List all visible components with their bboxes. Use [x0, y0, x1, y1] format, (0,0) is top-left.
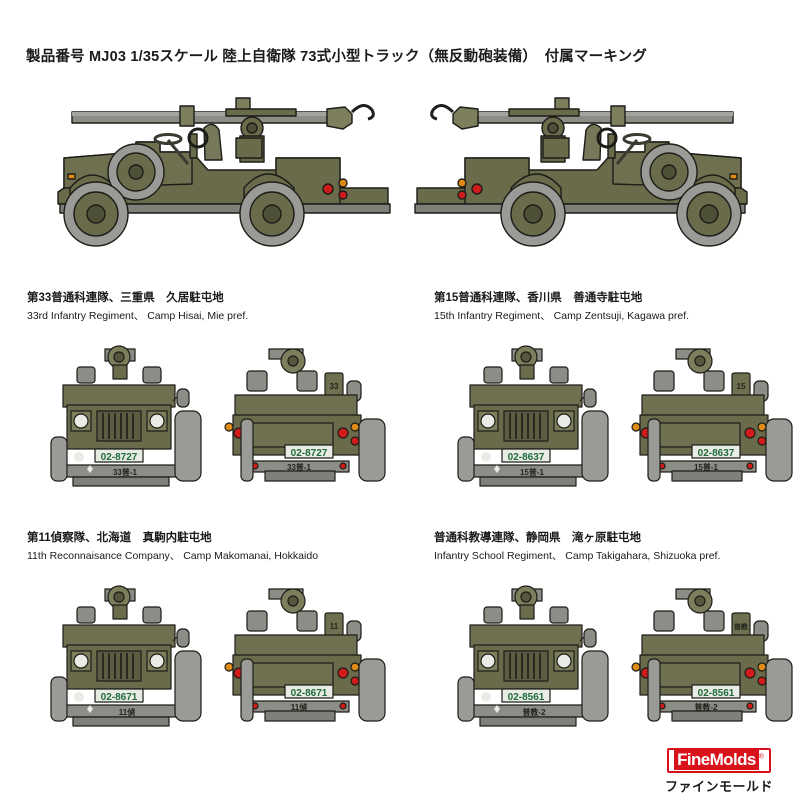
finemolds-wordmark: FineMolds®	[667, 748, 771, 773]
type-73-truck-left-side-view	[40, 92, 400, 272]
marking-caption-4: 普通科教導連隊、静岡県 滝ヶ原駐屯地 Infantry School Regim…	[434, 531, 720, 564]
marking-caption-en: 11th Reconnaisance Company、 Camp Makoman…	[27, 549, 319, 562]
marking-caption-1: 第33普通科連隊、三重県 久居駐屯地 33rd Infantry Regimen…	[27, 291, 248, 324]
license-plate-text: 02-8727	[291, 448, 328, 459]
marking-caption-2: 第15普通科連隊、香川県 善通寺駐屯地 15th Infantry Regime…	[434, 291, 689, 324]
marking-group-2: 02-8637 15普-1	[432, 345, 800, 495]
license-plate-text: 02-8561	[508, 692, 545, 703]
marking-caption-en: Infantry School Regiment、 Camp Takigahar…	[434, 549, 721, 562]
page-title: 製品番号 MJ03 1/35スケール 陸上自衛隊 73式小型トラック（無反動砲装…	[26, 49, 648, 65]
unit-number-text: 普教	[734, 622, 749, 631]
license-plate-text: 02-8637	[698, 448, 735, 459]
license-plate-text: 02-8727	[101, 452, 138, 463]
marking-group-3: 02-8671 11偵	[25, 585, 395, 735]
truck-rear-view-4: 02-8561 普教-2 普教	[631, 585, 800, 735]
marking-caption-en: 33rd Infantry Regiment、 Camp Hisai, Mie …	[27, 309, 249, 322]
truck-front-view-2: 02-8637 15普-1	[454, 345, 629, 495]
truck-front-view-4: 02-8561 普教-2	[454, 585, 629, 735]
truck-rear-view-1: 02-8727 33普-1 33	[224, 345, 400, 495]
marking-caption-jp: 普通科教導連隊、静岡県 滝ヶ原駐屯地	[434, 532, 641, 544]
truck-front-view-1: 02-8727 33普-1	[47, 345, 222, 495]
marking-caption-3: 第11偵察隊、北海道 真駒内駐屯地 11th Reconnaisance Com…	[27, 531, 318, 564]
bumper-code-text: 33普-1	[287, 462, 312, 472]
license-plate-text: 02-8671	[291, 688, 328, 699]
finemolds-brand-text: FineMolds	[674, 750, 759, 770]
bumper-code-text: 15普-1	[694, 462, 719, 472]
marking-caption-jp: 第11偵察隊、北海道 真駒内駐屯地	[27, 532, 212, 544]
license-plate-text: 02-8637	[508, 452, 545, 463]
marking-caption-jp: 第15普通科連隊、香川県 善通寺駐屯地	[434, 292, 643, 304]
unit-number-text: 15	[737, 382, 746, 391]
marking-caption-en: 15th Infantry Regiment、 Camp Zentsuji, K…	[434, 309, 690, 322]
truck-front-view-3: 02-8671 11偵	[47, 585, 222, 735]
license-plate-text: 02-8671	[101, 692, 138, 703]
unit-number-text: 11	[330, 622, 339, 631]
bumper-code-text: 普教-2	[522, 707, 546, 717]
bumper-code-text: 11偵	[291, 702, 307, 712]
bumper-code-text: 普教-2	[694, 702, 718, 712]
unit-number-text: 33	[330, 382, 339, 391]
registered-trademark-icon: ®	[758, 753, 764, 761]
bumper-code-text: 15普-1	[520, 467, 545, 477]
finemolds-logo: FineMolds® ファインモールド	[658, 748, 780, 794]
finemolds-kana-text: ファインモールド	[664, 779, 773, 794]
bumper-code-text: 33普-1	[113, 467, 138, 477]
license-plate-text: 02-8561	[698, 688, 735, 699]
marking-group-1: 02-8727 33普-1	[25, 345, 395, 495]
truck-rear-view-3: 02-8671 11偵 11	[224, 585, 400, 735]
top-illustration-row	[0, 92, 800, 272]
marking-group-4: 02-8561 普教-2	[432, 585, 800, 735]
truck-rear-view-2: 02-8637 15普-1 15	[631, 345, 800, 495]
bumper-code-text: 11偵	[119, 707, 135, 717]
type-73-truck-right-side-view	[405, 92, 765, 272]
marking-caption-jp: 第33普通科連隊、三重県 久居駐屯地	[27, 292, 224, 304]
